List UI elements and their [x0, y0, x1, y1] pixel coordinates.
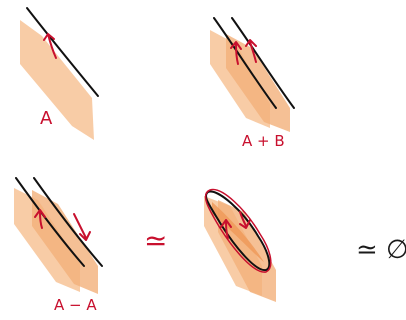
- label-a: A: [40, 108, 53, 129]
- panel-a: A: [20, 8, 98, 140]
- strip-a: [20, 20, 94, 140]
- panel-merged-loop: [204, 190, 276, 302]
- equivalence-symbol-tilde: ≃: [144, 224, 167, 257]
- label-a-plus-b: A + B: [242, 132, 285, 150]
- equivalence-empty-set: ≃ ∅: [356, 235, 406, 265]
- panel-a-minus-a: A − A: [14, 178, 102, 314]
- label-a-minus-a: A − A: [54, 296, 97, 314]
- panel-a-plus-b: A + B: [210, 18, 294, 150]
